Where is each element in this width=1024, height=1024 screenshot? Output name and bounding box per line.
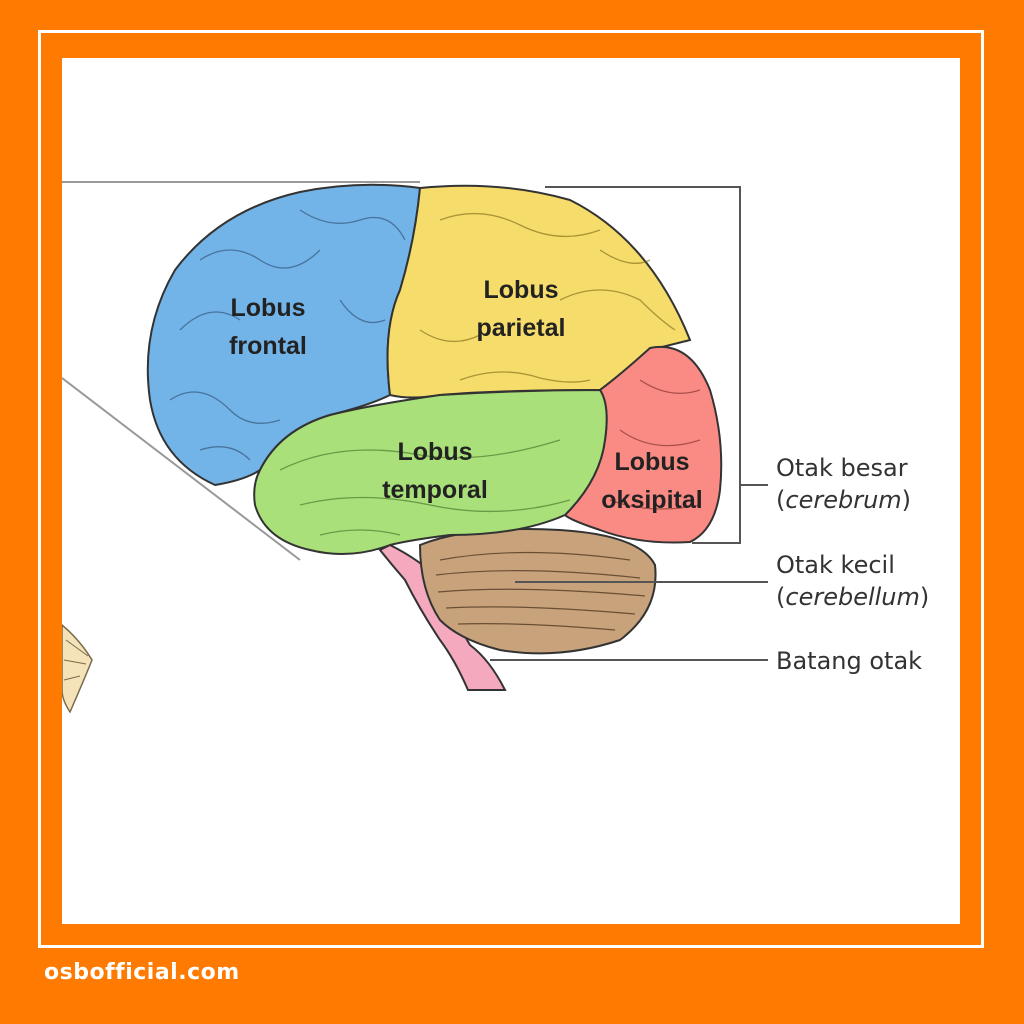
cerebrum-bracket — [545, 186, 741, 544]
cerebellum-label: Otak kecil (cerebellum) — [776, 549, 929, 613]
site-watermark: osbofficial.com — [44, 960, 240, 985]
cerebrum-latin: (cerebrum) — [776, 486, 912, 514]
occipital-gyri — [609, 379, 701, 510]
cerebellum-name: Otak kecil — [776, 551, 895, 579]
side-figure-fragment — [62, 181, 420, 714]
cerebellum-latin: (cerebellum) — [776, 583, 930, 611]
brainstem-label: Batang otak — [776, 645, 922, 677]
temporal-lobe-region — [253, 388, 608, 555]
cerebellum-region — [418, 528, 657, 655]
parietal-gyri — [419, 212, 676, 383]
cerebellum-folds — [435, 551, 646, 631]
cerebrum-label: Otak besar (cerebrum) — [776, 452, 911, 516]
temporal-gyri — [279, 439, 571, 536]
cerebrum-name: Otak besar — [776, 454, 908, 482]
outer-frame — [38, 30, 984, 948]
brainstem-name: Batang otak — [776, 647, 923, 675]
frontal-gyri — [169, 209, 406, 461]
